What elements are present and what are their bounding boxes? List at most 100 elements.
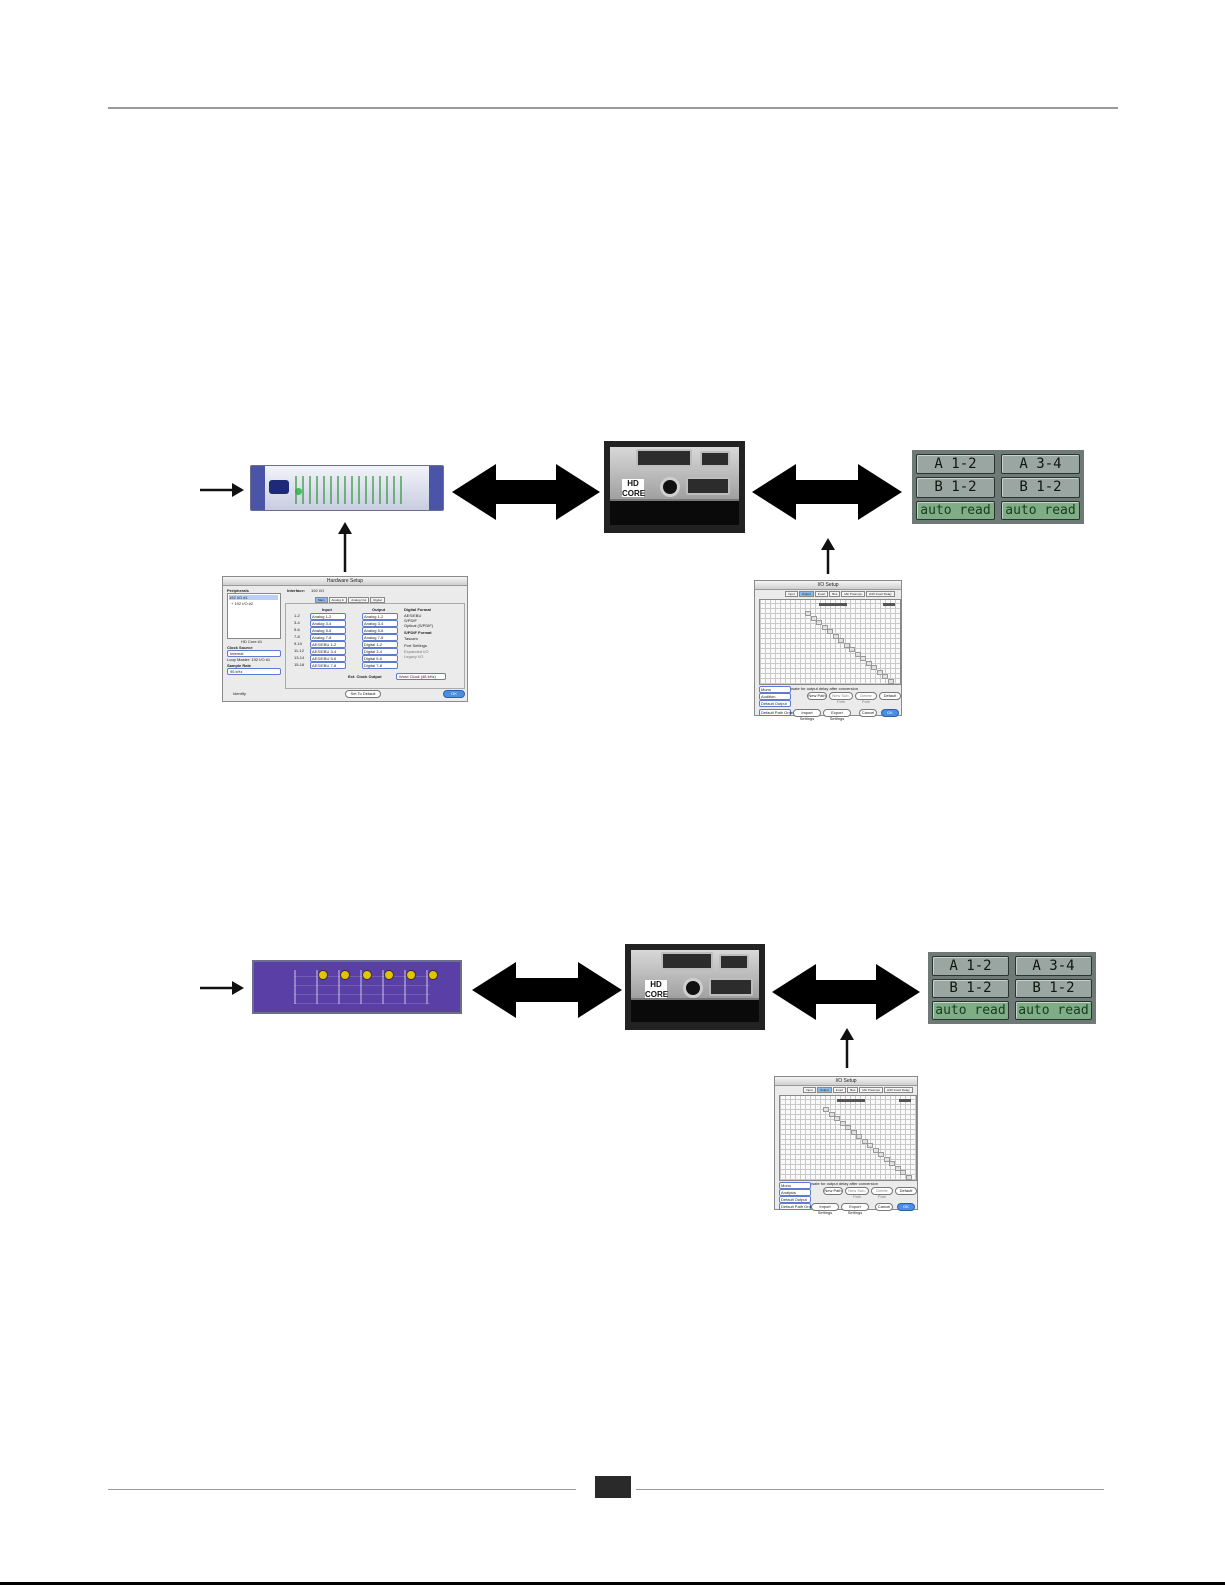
input-popup[interactable]: AES/EBU 7-8 <box>310 662 346 669</box>
routing-assignment-cell[interactable] <box>816 620 822 625</box>
routing-assignment-cell[interactable] <box>860 656 866 661</box>
default-button[interactable]: Default <box>895 1187 917 1195</box>
routing-assignment-cell[interactable] <box>856 1134 862 1139</box>
routing-assignment-cell[interactable] <box>867 1143 873 1148</box>
digital-format-option[interactable]: AES/EBU <box>404 613 422 618</box>
routing-assignment-cell[interactable] <box>827 629 833 634</box>
peripherals-list[interactable]: 192 I/O #1 + 192 I/O #2 <box>227 593 281 639</box>
port-option[interactable]: Legacy I/O <box>404 654 424 659</box>
routing-assignment-cell[interactable] <box>832 633 839 639</box>
routing-assignment-cell[interactable] <box>872 1147 879 1153</box>
ok-button[interactable]: OK <box>897 1203 915 1211</box>
routing-assignment-cell[interactable] <box>845 1125 851 1130</box>
input-popup[interactable]: Analog 1-2 <box>310 613 346 620</box>
new-subpath-button[interactable]: New Sub-Path <box>845 1187 869 1199</box>
output-popup[interactable]: Digital 3-4 <box>362 648 398 655</box>
input-popup[interactable]: Analog 3-4 <box>310 620 346 627</box>
routing-assignment-cell[interactable] <box>861 1138 868 1144</box>
ok-button[interactable]: OK <box>881 709 899 717</box>
routing-assignment-cell[interactable] <box>850 1129 857 1135</box>
tab-insert[interactable]: Insert <box>814 591 829 597</box>
routing-assignment-cell[interactable] <box>834 1116 840 1121</box>
input-popup[interactable]: Analog 5-6 <box>310 627 346 634</box>
peripheral-item[interactable]: 192 I/O #1 <box>229 595 278 600</box>
port-option[interactable]: Expanded I/O <box>404 649 429 654</box>
path-order-popup[interactable]: Default Path Order <box>759 709 795 716</box>
output-popup[interactable]: Analog 7-8 <box>362 634 398 641</box>
tab-main[interactable]: Main <box>315 597 328 603</box>
new-path-button[interactable]: New Path <box>823 1187 843 1195</box>
format-popup[interactable]: Mono <box>759 686 791 693</box>
audition-popup[interactable]: Audition <box>759 693 791 700</box>
default-output-popup[interactable]: Default Output <box>759 700 791 707</box>
output-popup[interactable]: Analog 1-2 <box>362 613 398 620</box>
routing-assignment-cell[interactable] <box>887 678 894 684</box>
routing-assignment-cell[interactable] <box>878 1152 884 1157</box>
new-subpath-button[interactable]: New Sub-Path <box>829 692 853 704</box>
default-output-popup[interactable]: Default Output <box>779 1196 811 1203</box>
routing-assignment-cell[interactable] <box>821 624 828 630</box>
export-settings-button[interactable]: Export Settings <box>841 1203 869 1215</box>
routing-assignment-cell[interactable] <box>876 669 883 675</box>
input-popup[interactable]: Analog 7-8 <box>310 634 346 641</box>
routing-assignment-cell[interactable] <box>839 1120 846 1126</box>
delete-path-button[interactable]: Delete Path <box>855 692 877 704</box>
import-settings-button[interactable]: Import Settings <box>793 709 821 721</box>
tab-output[interactable]: Output <box>798 591 814 597</box>
compensate-checkbox[interactable]: Compensate for output delay after conver… <box>797 1181 878 1186</box>
output-popup[interactable]: Analog 3-4 <box>362 620 398 627</box>
io-button-b12-second[interactable]: B 1-2 <box>1015 978 1092 999</box>
input-popup[interactable]: AES/EBU 3-4 <box>310 648 346 655</box>
tab-analog-in[interactable]: Analog In <box>328 597 348 603</box>
tab-input[interactable]: Input <box>785 591 798 597</box>
io-button-b12[interactable]: B 1-2 <box>916 477 995 498</box>
routing-assignment-cell[interactable] <box>900 1170 906 1175</box>
output-popup[interactable]: Digital 1-2 <box>362 641 398 648</box>
tab-hw-insert-delay[interactable]: H/W Insert Delay <box>865 591 895 597</box>
tab-mic-preamps[interactable]: Mic Preamps <box>859 1087 883 1093</box>
tab-input[interactable]: Input <box>803 1087 816 1093</box>
io-button-a34[interactable]: A 3-4 <box>1001 454 1080 475</box>
compensate-checkbox[interactable]: Compensate for output delay after conver… <box>777 686 858 691</box>
routing-assignment-cell[interactable] <box>843 642 850 648</box>
ok-button[interactable]: OK <box>443 690 465 698</box>
io-button-a12[interactable]: A 1-2 <box>916 454 995 475</box>
analysis-popup[interactable]: Analysis <box>779 1189 811 1196</box>
format-popup[interactable]: Mono <box>779 1182 811 1189</box>
io-button-a34[interactable]: A 3-4 <box>1015 956 1092 976</box>
automation-button-second[interactable]: auto read <box>1015 1001 1092 1020</box>
peripheral-item[interactable]: + 192 I/O #2 <box>231 601 254 606</box>
tab-bus[interactable]: Bus <box>829 591 841 597</box>
io-routing-grid[interactable] <box>779 1095 917 1181</box>
default-button[interactable]: Default <box>879 692 901 700</box>
routing-assignment-cell[interactable] <box>883 1156 890 1162</box>
routing-assignment-cell[interactable] <box>849 647 855 652</box>
routing-assignment-cell[interactable] <box>823 1107 829 1112</box>
tab-output[interactable]: Output <box>816 1087 832 1093</box>
identify-checkbox[interactable]: Identify <box>233 691 246 696</box>
tab-bus[interactable]: Bus <box>847 1087 859 1093</box>
tab-digital[interactable]: Digital <box>370 597 385 603</box>
tab-insert[interactable]: Insert <box>832 1087 847 1093</box>
input-popup[interactable]: AES/EBU 5-6 <box>310 655 346 662</box>
io-button-b12[interactable]: B 1-2 <box>932 978 1009 999</box>
routing-assignment-cell[interactable] <box>828 1111 835 1117</box>
clock-source-popup[interactable]: Internal <box>227 650 281 657</box>
export-settings-button[interactable]: Export Settings <box>823 709 851 721</box>
routing-assignment-cell[interactable] <box>871 665 877 670</box>
output-popup[interactable]: Digital 7-8 <box>362 662 398 669</box>
import-settings-button[interactable]: Import Settings <box>811 1203 839 1215</box>
routing-assignment-cell[interactable] <box>882 674 888 679</box>
routing-assignment-cell[interactable] <box>854 651 861 657</box>
path-order-popup[interactable]: Default Path Order <box>779 1203 815 1210</box>
sample-rate-popup[interactable]: 96 kHz <box>227 668 281 675</box>
output-popup[interactable]: Digital 5-6 <box>362 655 398 662</box>
routing-assignment-cell[interactable] <box>894 1165 901 1171</box>
digital-format-option[interactable]: S/PDIF <box>404 618 417 623</box>
new-path-button[interactable]: New Path <box>807 692 827 700</box>
tab-hw-insert-delay[interactable]: H/W Insert Delay <box>883 1087 913 1093</box>
input-popup[interactable]: AES/EBU 1-2 <box>310 641 346 648</box>
cancel-button[interactable]: Cancel <box>875 1203 893 1211</box>
digital-format-option[interactable]: Optical (S/PDIF) <box>404 623 434 628</box>
tascam-checkbox[interactable]: Tascam <box>404 636 418 641</box>
